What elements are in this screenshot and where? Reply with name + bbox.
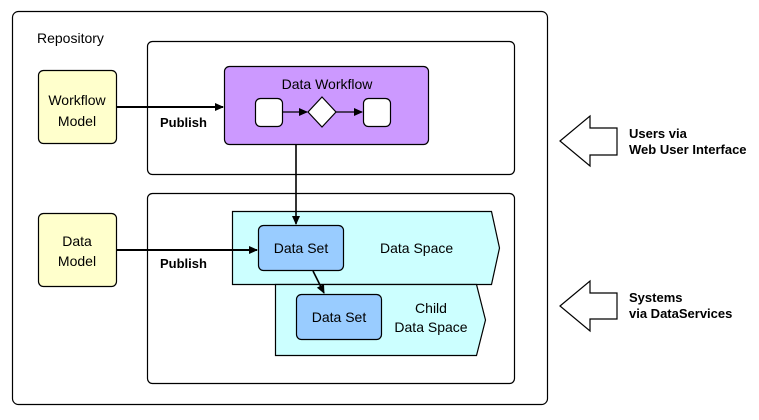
data-set-to-child-arrow xyxy=(312,270,325,294)
child-data-set-label: Data Set xyxy=(312,309,367,325)
child-data-space-label-line2: Data Space xyxy=(394,319,467,335)
users-label-line2: Web User Interface xyxy=(629,142,747,157)
child-data-space-label-line1: Child xyxy=(415,300,447,316)
data-set-label: Data Set xyxy=(274,240,329,256)
repository-label: Repository xyxy=(37,30,104,46)
data-workflow-title: Data Workflow xyxy=(282,76,374,92)
child-data-set-box xyxy=(295,293,383,341)
workflow-model-label-line1: Workflow xyxy=(48,92,106,108)
workflow-model-box xyxy=(37,69,118,145)
publish-label-top: Publish xyxy=(160,115,207,130)
data-model-label-line1: Data xyxy=(62,233,92,249)
data-set-box xyxy=(257,224,345,272)
users-arrow-icon xyxy=(559,114,618,168)
data-model-box xyxy=(37,212,118,288)
workflow-model-label-line2: Model xyxy=(58,113,96,129)
workflow-decision-diamond xyxy=(307,96,337,128)
workflow-step-start xyxy=(254,97,284,128)
workflow-step-end xyxy=(362,97,392,128)
systems-label-line2: via DataServices xyxy=(629,306,732,321)
data-model-label-line2: Model xyxy=(58,253,96,269)
data-space-label: Data Space xyxy=(380,240,453,256)
users-label-line1: Users via xyxy=(629,126,688,141)
publish-label-bottom: Publish xyxy=(160,256,207,271)
systems-label-line1: Systems xyxy=(629,290,682,305)
systems-arrow-icon xyxy=(559,279,618,333)
